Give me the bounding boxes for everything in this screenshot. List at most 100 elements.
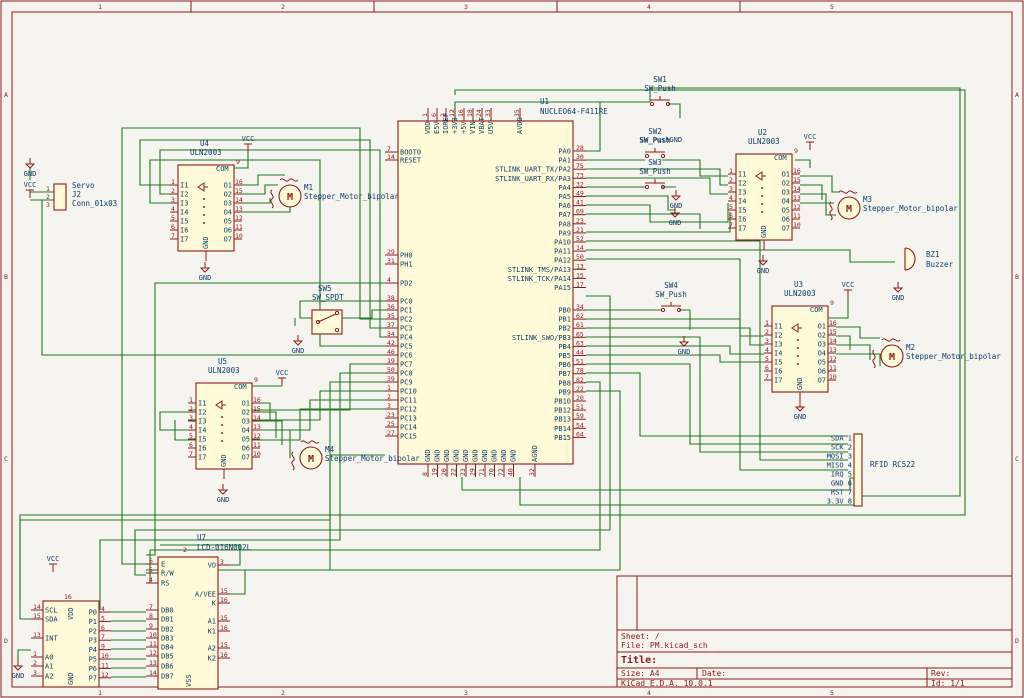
i2c-left-pin: A1 (45, 663, 53, 671)
driver-out-num: 13 (235, 205, 243, 213)
mcu-right-num: 44 (576, 349, 584, 357)
gnd-label: GND (24, 170, 37, 178)
driver-com-num: 9 (794, 147, 798, 155)
driver-gnd: GND (202, 236, 210, 249)
mcu-bottom-num: 23 (459, 468, 467, 476)
driver-out-num: 16 (235, 178, 243, 186)
driver-out-num: 16 (793, 167, 801, 175)
driver-input: I4 (738, 198, 746, 206)
spdt-body (311, 309, 343, 335)
row-marker: A (4, 91, 8, 99)
driver-input: I5 (738, 207, 746, 215)
mcu-top-pin: +5V (460, 121, 468, 134)
i2c-right-pin: P1 (89, 618, 97, 626)
i2c-left-pin: SCL (45, 607, 58, 615)
driver-input: I5 (198, 436, 206, 444)
driver-input: I2 (738, 180, 746, 188)
mcu-right-pin: STLINK_UART_TX/PA2 (495, 166, 571, 174)
servo-pin-2: 2 (46, 193, 50, 201)
i2c-right-num: 10 (101, 652, 109, 660)
mcu-left-num: 7 (387, 145, 391, 153)
rfid-pin: RST 7 (831, 489, 852, 497)
i2c-left-num: 13 (33, 631, 41, 639)
wire (836, 335, 851, 350)
driver-in-num: 4 (729, 194, 733, 202)
driver-com: COM (216, 165, 229, 173)
motor-symbol-m: M (308, 454, 314, 465)
vcc-label: VCC (24, 181, 37, 189)
lcd-u7[interactable]: U7 LCD-016N002L E6R/W5RS4DB07DB18DB29DB3… (146, 533, 252, 690)
mcu-right-num: 23 (576, 217, 584, 225)
driver-ref: U3 (794, 280, 803, 289)
mcu-left-pin: PH1 (400, 261, 413, 269)
wire (17, 649, 31, 660)
mcu-right-pin: PA8 (558, 220, 571, 228)
wire (260, 429, 291, 458)
row-marker: D (1015, 637, 1019, 645)
buzzer-bz1[interactable]: BZ1 Buzzer (904, 247, 954, 271)
gnd-label: GND (892, 294, 905, 302)
mcu-right-pin: PA6 (558, 202, 571, 210)
mcu-right-num: 52 (576, 235, 584, 243)
driver-in-num: 7 (729, 221, 733, 229)
lcd-left-num: 12 (149, 649, 157, 657)
i2c-right-num: 12 (101, 671, 109, 679)
mcu-left-pin: PC9 (400, 379, 413, 387)
lcd-left-num: 5 (149, 566, 153, 574)
mcu-left-num: 42 (387, 339, 395, 347)
mcu-right-pin: PB10 (554, 398, 571, 406)
rfid-value: RFID RC522 (870, 460, 915, 469)
lcd-left-num: 14 (149, 669, 157, 677)
i2c-right-pin: P2 (89, 627, 97, 635)
row-marker: A (1015, 91, 1019, 99)
wire (461, 477, 860, 491)
mcu-left-num: 46 (387, 348, 395, 356)
wire (99, 372, 385, 610)
mcu-top-num: 35 (513, 109, 521, 117)
vcc-symbol (244, 143, 252, 152)
mcu-right-pin: PA4 (558, 184, 571, 192)
driver-in-num: 4 (189, 423, 193, 431)
mcu-top-num: 12 (448, 109, 456, 117)
driver-out-num: 13 (253, 423, 261, 431)
driver-input: I4 (180, 209, 188, 217)
gnd-label: GND (678, 348, 691, 356)
gnd-label: GND (757, 267, 770, 275)
wire (146, 282, 385, 556)
buzzer-body (904, 247, 916, 271)
lcd-left-pin: E (161, 561, 165, 569)
gnd-label: GND (292, 347, 305, 355)
lcd-value: LCD-016N002L (197, 543, 252, 552)
switch-sw5[interactable]: SW5 SW_SPDT (311, 284, 344, 335)
gnd-symbol (669, 207, 681, 218)
mcu-top-pin: VBAT (478, 116, 486, 134)
lcd-left-num: 7 (149, 603, 153, 611)
wire (795, 159, 811, 168)
wire (800, 175, 840, 193)
lcd-right-pin: A2 (208, 645, 216, 653)
driver-in-num: 4 (171, 205, 175, 213)
wire (121, 127, 385, 565)
vcc-label: VCC (276, 369, 289, 377)
mcu-top-num: 6 (430, 113, 438, 117)
spdt-value: SW_SPDT (312, 293, 344, 302)
driver-input: I1 (180, 182, 188, 190)
servo-connector-j2[interactable]: Servo J2 Conn_01x03 1 2 3 (46, 181, 117, 211)
driver-output: O2 (782, 180, 790, 188)
mcu-bottom-pin: GND (491, 449, 499, 462)
